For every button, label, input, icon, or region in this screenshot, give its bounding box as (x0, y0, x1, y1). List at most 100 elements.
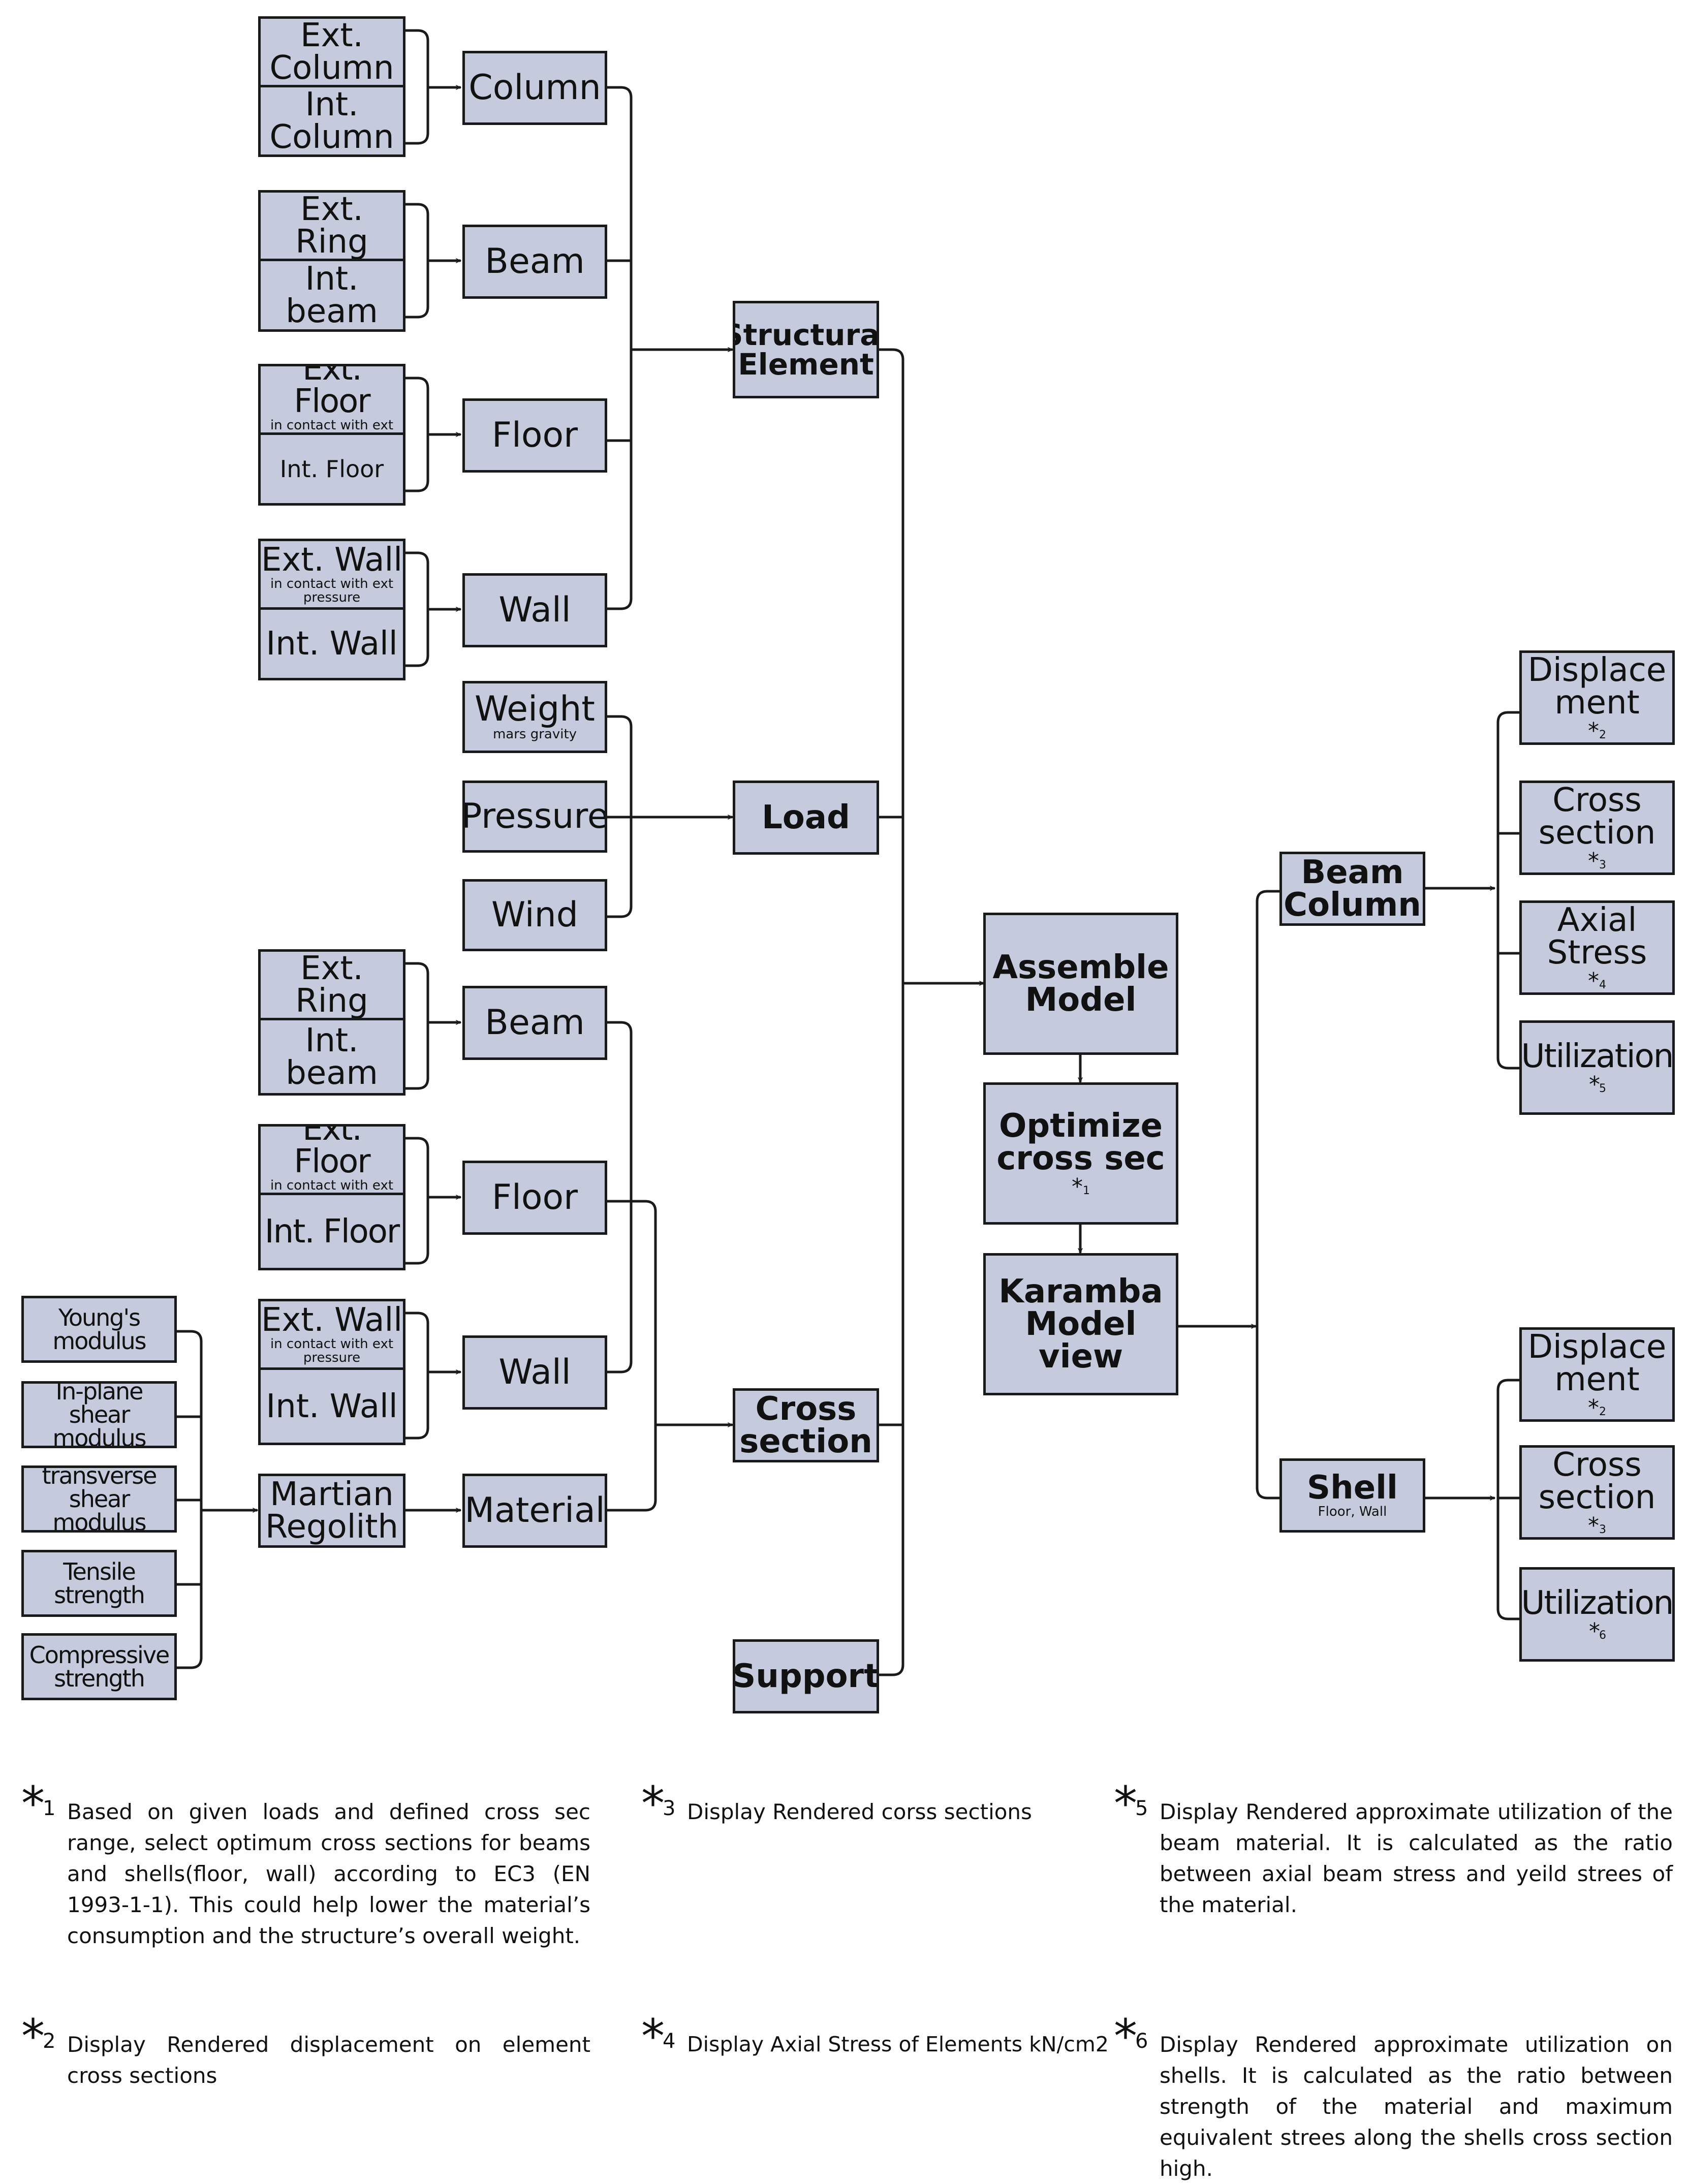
ext-floor-sublabel-1: in contact with ext pressure (270, 417, 394, 433)
footnote-text: Display Axial Stress of Elements kN/cm2 (687, 2032, 1109, 2056)
ext-wall-sublabel-2: in contact with ext pressure (270, 1336, 394, 1365)
wall-box-1: Wall (462, 573, 607, 647)
footnote-number: 3 (1599, 1523, 1606, 1537)
bus-beamcolumn-results (1496, 711, 1522, 1070)
cross-section-result-label-2: Cross section (1538, 1446, 1656, 1517)
inplane-shear-label: In-plane shear modulus (52, 1381, 146, 1448)
footnote-number: 1 (43, 1797, 56, 1820)
beam-box-1: Beam (462, 225, 607, 299)
bus-assemble (876, 348, 904, 1676)
footnote-mark-2: *2 (1588, 718, 1606, 744)
ext-ring-box-2: Ext. Ring (258, 949, 405, 1020)
compressive-strength-label: Compressive strength (29, 1641, 170, 1692)
bus-shell-results (1496, 1379, 1522, 1620)
utilization-label-1: Utilization (1521, 1038, 1673, 1076)
martian-regolith-box: Martian Regolith (258, 1474, 405, 1548)
pressure-label: Pressure (462, 796, 607, 836)
tensile-strength-box: Tensile strength (21, 1550, 177, 1617)
int-floor-box-1: Int. Floor (258, 432, 405, 506)
utilization-box-1: Utilization*5 (1519, 1020, 1675, 1115)
wall-box-2: Wall (462, 1335, 607, 1410)
weight-sublabel: mars gravity (492, 727, 577, 742)
displacement-label-2: Displace ment (1527, 1328, 1667, 1399)
bracket-floor-1 (403, 377, 429, 492)
bus-structural (604, 86, 633, 610)
footnote-2: * 2 Display Rendered displacement on ele… (21, 2009, 596, 2108)
support-box: Support (733, 1639, 879, 1713)
footnote-text: Display Rendered displacement on element… (67, 2032, 590, 2088)
footnote-number: 1 (1083, 1184, 1090, 1198)
footnote-mark-1: *1 (1072, 1176, 1090, 1198)
bracket-wall-1 (403, 551, 429, 667)
cross-section-result-box-2: Cross section*3 (1519, 1445, 1675, 1540)
optimize-cross-sec-label: Optimize cross sec (996, 1107, 1165, 1178)
shell-label: Shell (1307, 1469, 1398, 1507)
asterisk-glyph: * (1589, 1618, 1600, 1645)
int-wall-box-2: Int. Wall (258, 1367, 405, 1445)
cross-section-result-box-1: Cross section*3 (1519, 781, 1675, 875)
footnote-number: 3 (1599, 859, 1606, 872)
ext-wall-label-1: Ext. Wall (261, 541, 403, 579)
displacement-label-1: Displace ment (1527, 651, 1667, 722)
asterisk-glyph: * (1588, 718, 1599, 744)
karamba-model-view-box: Karamba Model view (983, 1253, 1178, 1395)
wind-label: Wind (491, 895, 578, 935)
ext-floor-sublabel-2: in contact with ext pressure (270, 1177, 394, 1193)
int-wall-label-2: Int. Wall (266, 1387, 398, 1425)
beam-label-1: Beam (485, 241, 585, 282)
displacement-box-2: Displace ment*2 (1519, 1327, 1675, 1422)
wall-label-2: Wall (498, 1352, 571, 1392)
int-column-label: Int. Column (269, 86, 394, 156)
pressure-box: Pressure (462, 781, 607, 853)
assemble-model-box: Assemble Model (983, 913, 1178, 1055)
cross-section-result-label-1: Cross section (1538, 782, 1656, 852)
shell-sublabel: Floor, Wall (1318, 1504, 1387, 1520)
cross-section-label: Cross section (739, 1390, 872, 1460)
structural-element-label: Structural Element (735, 318, 879, 382)
footnote-asterisk: * (1114, 2009, 1137, 2064)
footnote-asterisk: * (21, 2009, 45, 2064)
footnote-number: 4 (663, 2030, 676, 2053)
bus-cross-section (604, 1200, 657, 1512)
footnote-text: Display Rendered approximate utilization… (1160, 1799, 1673, 1917)
floor-box-2: Floor (462, 1161, 607, 1235)
youngs-modulus-label: Young's modulus (52, 1304, 146, 1355)
weight-label: Weight (475, 689, 595, 730)
asterisk-glyph: * (1588, 1395, 1599, 1421)
footnote-5: * 5 Display Rendered approximate utiliza… (1114, 1781, 1678, 1936)
footnote-6: * 6 Display Rendered approximate utiliza… (1114, 2009, 1678, 2181)
int-beam-box-2: Int. beam (258, 1018, 405, 1096)
utilization-box-2: Utilization*6 (1519, 1567, 1675, 1662)
bracket-floor-2 (403, 1137, 429, 1265)
footnote-number: 5 (1599, 1082, 1606, 1096)
ext-ring-label-2: Ext. Ring (295, 950, 368, 1020)
column-box: Column (462, 51, 607, 125)
material-box: Material (462, 1474, 607, 1548)
footnote-number: 6 (1135, 2030, 1148, 2053)
karamba-model-view-label: Karamba Model view (998, 1273, 1163, 1376)
int-floor-label-2: Int. Floor (264, 1212, 400, 1251)
footnote-number: 2 (43, 2030, 56, 2053)
floor-label-2: Floor (491, 1177, 578, 1218)
int-beam-label-1: Int. beam (286, 260, 378, 330)
ext-column-box: Ext. Column (258, 16, 405, 87)
ext-ring-box-1: Ext. Ring (258, 190, 405, 261)
optimize-cross-sec-box: Optimize cross sec*1 (983, 1082, 1178, 1225)
ext-column-label: Ext. Column (269, 17, 394, 87)
axial-stress-box: Axial Stress*4 (1519, 900, 1675, 995)
footnote-mark-3b: *3 (1588, 1515, 1606, 1537)
int-floor-label-1: Int. Floor (279, 455, 384, 483)
support-label: Support (733, 1658, 879, 1695)
load-label: Load (762, 799, 850, 836)
bus-results (1256, 890, 1282, 1500)
footnote-number: 2 (1599, 729, 1606, 742)
transverse-shear-box: transverse shear modulus (21, 1465, 177, 1533)
footnote-text: Based on given loads and defined cross s… (67, 1799, 590, 1948)
int-beam-label-2: Int. beam (286, 1021, 378, 1092)
inplane-shear-box: In-plane shear modulus (21, 1381, 177, 1448)
footnote-text: Display Rendered approximate utilization… (1160, 2032, 1673, 2181)
structural-element-box: Structural Element (733, 301, 879, 398)
